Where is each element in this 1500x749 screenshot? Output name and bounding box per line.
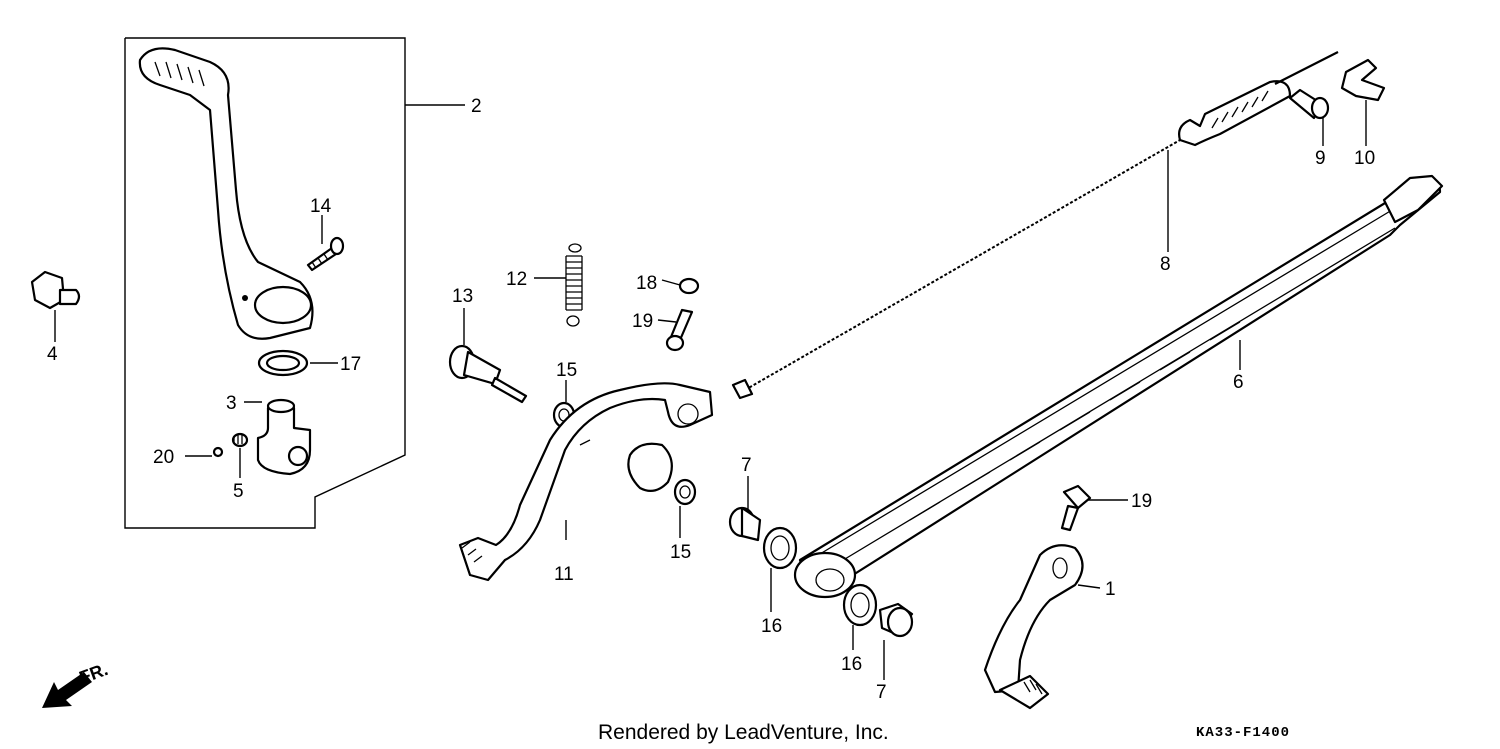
- bearing-16a: [762, 526, 798, 570]
- diagram-code: KA33-F1400: [1196, 725, 1290, 741]
- spring-12: [565, 243, 583, 327]
- callout-5: 5: [233, 481, 244, 502]
- callout-labels: 1 2 3 4 5 6 7 7 8 9 10 11 12 13 14 15 15…: [47, 96, 1375, 703]
- washer-15b: [673, 478, 697, 506]
- brake-cable-8: [731, 51, 1339, 400]
- footer-credit: Rendered by LeadVenture, Inc.: [598, 721, 889, 744]
- bolt-13: [448, 344, 528, 404]
- kick-starter-bracket: [124, 37, 465, 529]
- brake-pedal-11: [458, 382, 714, 582]
- callout-11: 11: [554, 564, 574, 585]
- callout-16a: 16: [761, 616, 782, 637]
- step-bar-6: [793, 174, 1444, 599]
- callout-7b: 7: [876, 682, 887, 703]
- collar-7b: [878, 602, 914, 638]
- callout-12: 12: [506, 269, 527, 290]
- callout-19b: 19: [1131, 491, 1152, 512]
- bolt-14: [306, 236, 345, 272]
- kick-starter-arm: [138, 47, 314, 340]
- spindle-3: [256, 398, 312, 476]
- callout-19a: 19: [632, 311, 653, 332]
- callout-14: 14: [310, 196, 332, 217]
- callout-3: 3: [226, 393, 237, 414]
- direction-label: FR.: [77, 659, 111, 688]
- nut-18: [678, 277, 700, 295]
- collar-7a: [728, 506, 762, 542]
- callout-13: 13: [452, 286, 473, 307]
- callout-4: 4: [47, 344, 58, 365]
- callout-7a: 7: [741, 455, 752, 476]
- bolt-19-small: [665, 308, 694, 352]
- callout-1: 1: [1105, 579, 1116, 600]
- wing-nut-10: [1340, 58, 1386, 102]
- bolt-19-large: [1060, 484, 1092, 532]
- callout-15a: 15: [556, 360, 577, 381]
- bolt-5: [231, 432, 249, 448]
- seal-17: [257, 349, 309, 377]
- callout-6: 6: [1233, 372, 1244, 393]
- callout-16b: 16: [841, 654, 862, 675]
- callout-2: 2: [471, 96, 482, 117]
- leader-lines: [54, 100, 1367, 680]
- gearshift-pedal-1: [983, 544, 1084, 710]
- front-direction-arrow: FR.: [42, 659, 111, 708]
- nut-4: [30, 270, 81, 310]
- callout-17: 17: [340, 354, 361, 375]
- callout-15b: 15: [670, 542, 691, 563]
- bearing-16b: [842, 583, 878, 627]
- callout-10: 10: [1354, 148, 1375, 169]
- callout-18: 18: [636, 273, 657, 294]
- callout-8: 8: [1160, 254, 1171, 275]
- ball-20: [212, 446, 224, 458]
- joint-9: [1288, 88, 1330, 120]
- callout-9: 9: [1315, 148, 1326, 169]
- callout-20: 20: [153, 447, 174, 468]
